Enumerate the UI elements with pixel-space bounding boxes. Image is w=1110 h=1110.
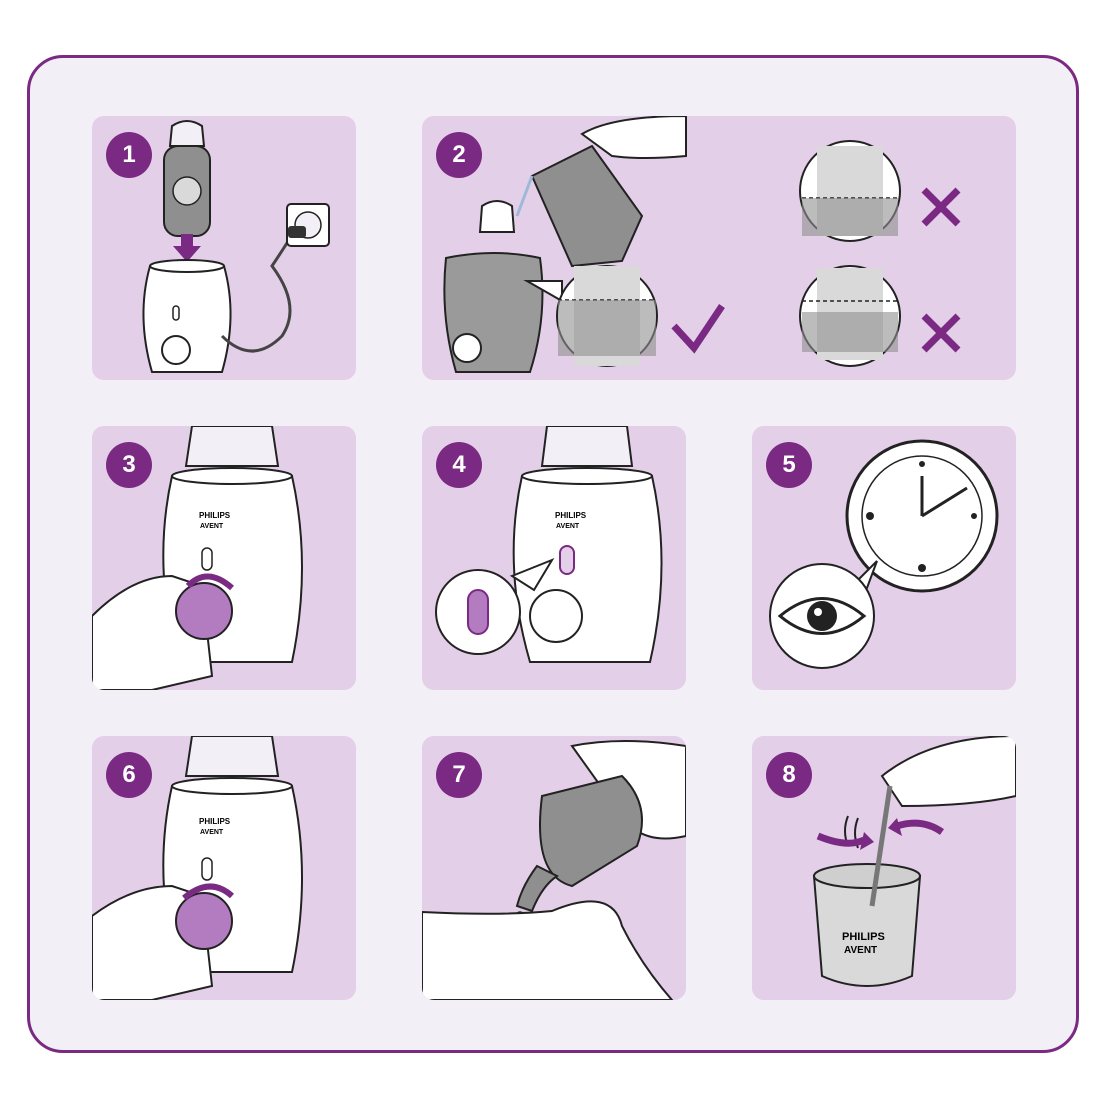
- step-number-badge: 7: [436, 752, 482, 798]
- bottle-icon: [515, 774, 643, 913]
- knob-icon: [175, 582, 233, 640]
- step-number-badge: 8: [766, 752, 812, 798]
- step-3-panel: PHILIPS AVENT 3: [92, 426, 356, 690]
- svg-text:PHILIPS: PHILIPS: [555, 511, 587, 520]
- bottle-warmer-icon: [443, 200, 544, 373]
- bottle-icon: [163, 120, 211, 237]
- eye-icon: [769, 560, 878, 669]
- water-level-magnifier-icon: [799, 140, 901, 242]
- water-level-magnifier-icon: [523, 265, 658, 367]
- svg-text:AVENT: AVENT: [844, 945, 877, 956]
- step-2-panel: 2: [422, 116, 1016, 380]
- step-number-badge: 5: [766, 442, 812, 488]
- bottle-warmer-icon: [142, 259, 232, 373]
- magnifier-icon: [435, 557, 555, 655]
- step-6-panel: PHILIPS AVENT 6: [92, 736, 356, 1000]
- stir-arrows-icon: [816, 818, 945, 850]
- check-icon: [671, 304, 725, 354]
- water-level-magnifier-icon: [799, 265, 901, 367]
- svg-text:AVENT: AVENT: [200, 523, 224, 530]
- step-5-panel: 5: [752, 426, 1016, 690]
- knob-icon: [175, 892, 233, 950]
- clock-icon: [845, 439, 999, 593]
- spoon-icon: [869, 785, 893, 907]
- food-jar-icon: PHILIPS AVENT: [812, 863, 922, 987]
- rotate-arrow-icon: [182, 883, 235, 901]
- step-number-badge: 1: [106, 132, 152, 178]
- svg-text:AVENT: AVENT: [556, 523, 580, 530]
- wrist-icon: [422, 900, 674, 1000]
- cross-icon: [921, 313, 961, 353]
- svg-text:PHILIPS: PHILIPS: [199, 817, 231, 826]
- step-7-panel: 7: [422, 736, 686, 1000]
- step-number-badge: 4: [436, 442, 482, 488]
- down-arrow-icon: [173, 234, 201, 262]
- rotate-arrow-icon: [185, 573, 234, 591]
- step-number-badge: 2: [436, 132, 482, 178]
- measuring-jug-icon: [515, 144, 644, 268]
- step-8-panel: PHILIPS AVENT 8: [752, 736, 1016, 1000]
- bottle-warmer-icon: PHILIPS AVENT: [512, 467, 663, 663]
- cross-icon: [921, 187, 961, 227]
- indicator-light-icon: [559, 545, 575, 575]
- svg-text:PHILIPS: PHILIPS: [199, 511, 231, 520]
- svg-text:PHILIPS: PHILIPS: [842, 931, 885, 943]
- step-4-panel: PHILIPS AVENT 4: [422, 426, 686, 690]
- svg-text:AVENT: AVENT: [200, 829, 224, 836]
- wall-socket-icon: [286, 203, 330, 247]
- step-1-panel: 1: [92, 116, 356, 380]
- step-number-badge: 6: [106, 752, 152, 798]
- step-number-badge: 3: [106, 442, 152, 488]
